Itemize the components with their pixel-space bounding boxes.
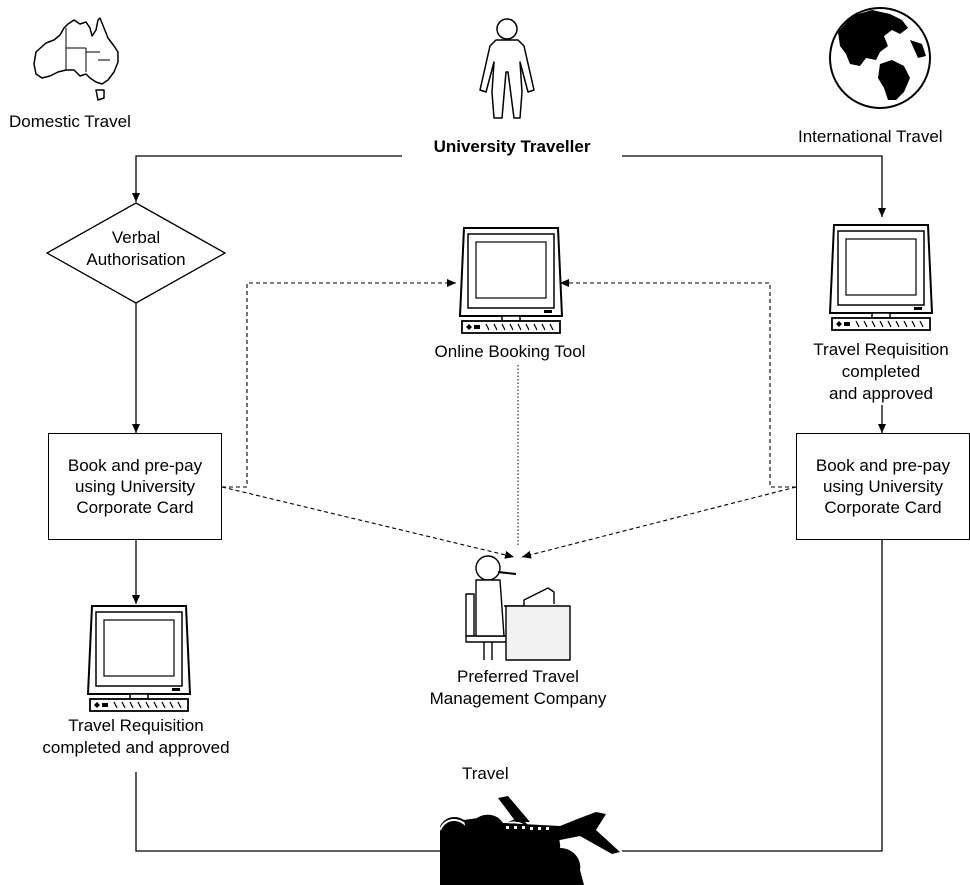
left-to-agent-arrow xyxy=(221,486,515,559)
left-to-booking-tool-arrow xyxy=(222,279,456,488)
airplane-icon xyxy=(439,796,620,885)
right-to-travel-line xyxy=(622,540,883,852)
australia-map-icon xyxy=(33,17,119,101)
right-to-booking-tool-arrow xyxy=(560,279,796,488)
domestic-travel-label: Domestic Travel xyxy=(9,112,131,131)
university-traveller-label: University Traveller xyxy=(433,137,591,156)
book-right-line-2: using University xyxy=(823,477,943,496)
book-left-line-2: using University xyxy=(75,477,195,496)
online-booking-tool-label: Online Booking Tool xyxy=(434,342,586,361)
book-left-line-1: Book and pre-pay xyxy=(67,456,203,475)
requisition-right-line-2: completed xyxy=(841,362,921,381)
booking-tool-computer-icon xyxy=(459,227,563,334)
verbal-authorisation-label: Verbal Authorisation xyxy=(86,228,186,270)
book-right-line-3: Corporate Card xyxy=(824,498,942,517)
verbal-line-1: Verbal xyxy=(111,228,161,247)
requisition-right-line-3: and approved xyxy=(829,384,933,403)
preferred-tmc-label: Preferred Travel Management Company xyxy=(418,666,618,710)
traveller-to-international-arrow xyxy=(622,155,886,217)
travel-agent-icon xyxy=(465,555,571,661)
left-to-travel-line xyxy=(135,772,440,852)
verbal-authorisation-diamond xyxy=(45,202,227,304)
travel-requisition-right-label: Travel Requisition completed and approve… xyxy=(796,339,966,405)
requisition-right-computer-icon xyxy=(829,224,933,331)
requisition-left-computer-icon xyxy=(87,605,191,712)
requisition-left-line-1: Travel Requisition xyxy=(68,716,204,735)
traveller-to-domestic-arrow xyxy=(132,155,402,202)
right-to-agent-arrow xyxy=(521,486,797,559)
travel-requisition-left-label: Travel Requisition completed and approve… xyxy=(26,715,246,759)
book-left-line-3: Corporate Card xyxy=(76,498,194,517)
tmc-line-2: Management Company xyxy=(429,689,607,708)
verbal-line-2: Authorisation xyxy=(86,250,186,269)
travel-label: Travel xyxy=(462,764,509,783)
tmc-line-1: Preferred Travel xyxy=(457,667,579,686)
book-right-box: Book and pre-pay using University Corpor… xyxy=(796,433,970,540)
dashed-connectors xyxy=(221,279,797,559)
requisition-right-line-1: Travel Requisition xyxy=(813,340,949,359)
book-left-box: Book and pre-pay using University Corpor… xyxy=(48,433,222,540)
person-icon xyxy=(479,18,535,119)
connectors xyxy=(132,155,886,852)
requisition-left-line-2: completed and approved xyxy=(42,738,230,757)
international-travel-label: International Travel xyxy=(798,127,943,146)
globe-icon xyxy=(829,7,931,109)
book-right-line-1: Book and pre-pay xyxy=(815,456,951,475)
